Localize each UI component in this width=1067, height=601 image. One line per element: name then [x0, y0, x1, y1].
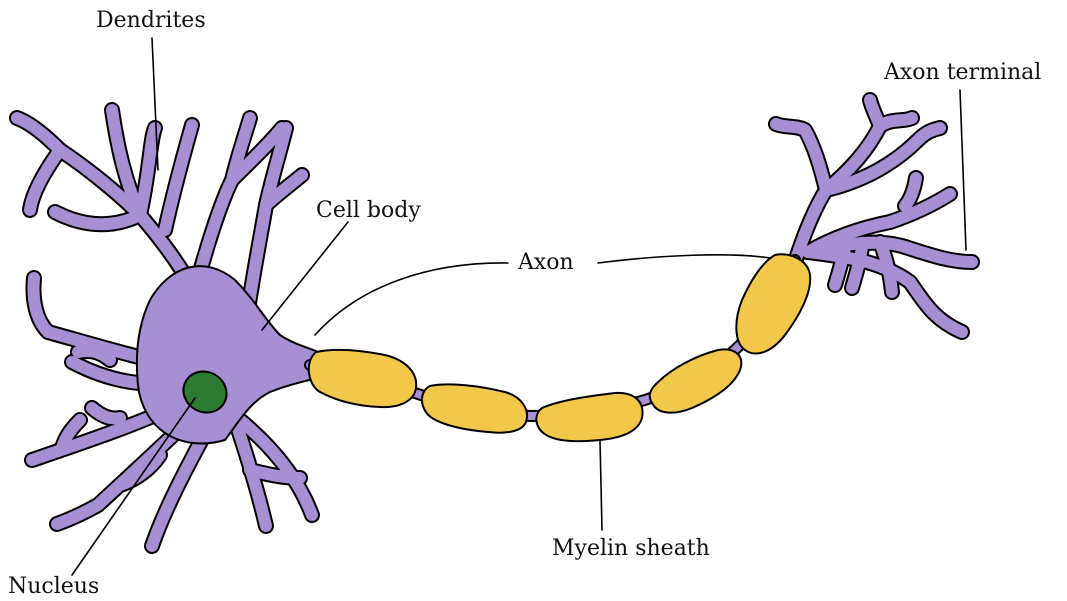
dendrite-branch-fill	[880, 118, 912, 126]
myelin-sheath-leader	[600, 440, 602, 530]
axon-terminal-leader	[960, 90, 966, 250]
dendrites-label: Dendrites	[96, 10, 206, 32]
axon-label: Axon	[518, 252, 574, 274]
myelin-segment	[536, 393, 642, 441]
axon-terminal-label: Axon terminal	[884, 62, 1041, 84]
myelin-segment	[422, 384, 527, 432]
cell-body-leader	[262, 222, 348, 330]
myelin-segment	[736, 254, 810, 353]
axon-leader-left	[315, 263, 508, 335]
myelin-segment	[650, 349, 742, 412]
dendrite-branch-fill	[165, 125, 192, 230]
myelin-sheath-label: Myelin sheath	[552, 538, 710, 560]
nucleus-label: Nucleus	[8, 576, 99, 598]
axon-leader-right	[598, 255, 770, 263]
cell-body-label: Cell body	[316, 200, 421, 222]
myelin-segment	[309, 350, 416, 407]
dendrite-branch-fill	[140, 128, 155, 215]
dendrite-branch-fill	[195, 118, 250, 290]
dendrite-branch-fill	[905, 178, 916, 206]
